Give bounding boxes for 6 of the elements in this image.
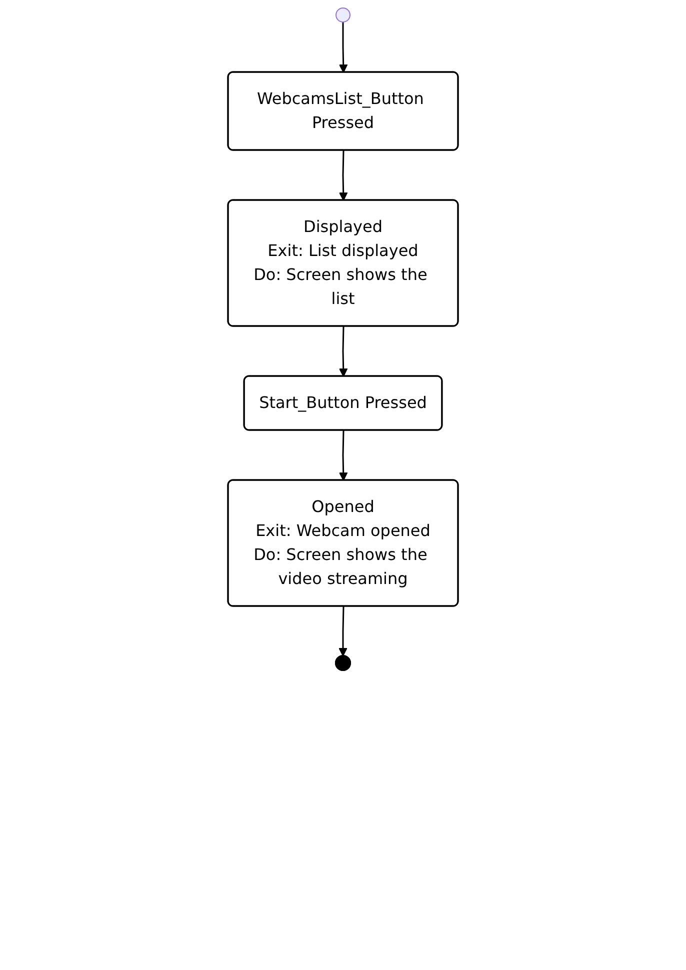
arrow: [338, 326, 348, 377]
arrow: [338, 606, 348, 656]
arrow: [338, 150, 348, 201]
arrow: [338, 22, 348, 73]
node-circle: [336, 8, 350, 22]
arrow: [338, 430, 348, 481]
